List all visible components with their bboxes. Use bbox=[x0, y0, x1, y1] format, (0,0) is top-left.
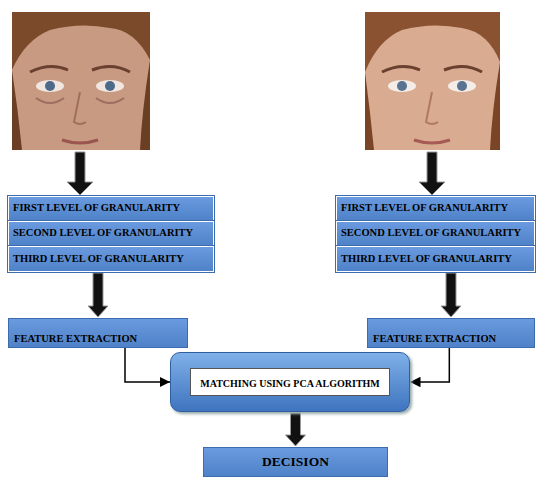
decision-box: DECISION bbox=[203, 447, 388, 477]
node-label: THIRD LEVEL OF GRANULARITY bbox=[341, 253, 512, 265]
node-label: THIRD LEVEL OF GRANULARITY bbox=[13, 253, 184, 265]
node-label: DECISION bbox=[262, 454, 329, 470]
flow-arrow bbox=[410, 348, 449, 382]
node-label: MATCHING USING PCA ALGORITHM bbox=[200, 378, 380, 389]
flow-arrow bbox=[286, 413, 306, 446]
photo-arrow-right bbox=[419, 152, 445, 195]
node-label: FEATURE EXTRACTION bbox=[373, 333, 496, 345]
granularity-level-box: SECOND LEVEL OF GRANULARITY bbox=[8, 221, 214, 246]
matching-box: MATCHING USING PCA ALGORITHM bbox=[170, 352, 410, 412]
photo-arrow-left bbox=[67, 152, 93, 195]
granularity-level-box: FIRST LEVEL OF GRANULARITY bbox=[8, 196, 214, 221]
flow-arrow bbox=[88, 273, 108, 317]
granularity-level-box: THIRD LEVEL OF GRANULARITY bbox=[8, 246, 214, 272]
flow-arrow bbox=[441, 273, 461, 317]
node-label: FIRST LEVEL OF GRANULARITY bbox=[341, 202, 508, 214]
node-label: SECOND LEVEL OF GRANULARITY bbox=[341, 227, 521, 239]
flow-arrow bbox=[125, 348, 170, 382]
process-box: FEATURE EXTRACTION bbox=[367, 318, 535, 348]
process-box: FEATURE EXTRACTION bbox=[8, 318, 188, 348]
face-photo-left bbox=[12, 12, 150, 150]
node-label: FIRST LEVEL OF GRANULARITY bbox=[13, 202, 180, 214]
label-panel: MATCHING USING PCA ALGORITHM bbox=[190, 368, 390, 396]
granularity-level-box: THIRD LEVEL OF GRANULARITY bbox=[336, 246, 535, 272]
granularity-level-box: SECOND LEVEL OF GRANULARITY bbox=[336, 221, 535, 246]
node-label: SECOND LEVEL OF GRANULARITY bbox=[13, 227, 193, 239]
node-label: FEATURE EXTRACTION bbox=[14, 333, 137, 345]
granularity-level-box: FIRST LEVEL OF GRANULARITY bbox=[336, 196, 535, 221]
face-photo-right bbox=[365, 12, 500, 150]
